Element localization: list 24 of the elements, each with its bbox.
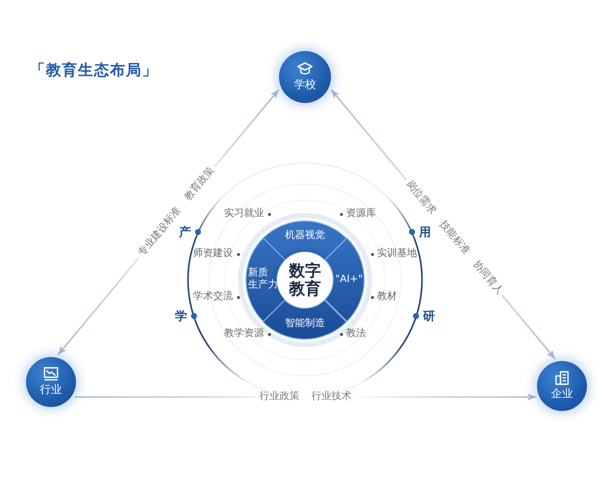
stage-label: 研 [423,308,435,324]
circle-node [26,357,76,407]
item-label: 学术交流 [193,291,233,303]
item-label: 教学资源 [224,328,264,340]
node-label: 学校 [294,79,316,92]
circle-node [537,361,587,411]
ring-segment [263,300,347,339]
stage-label: 用 [419,224,431,240]
title: 「教育生态布局」 [30,61,158,79]
segment-label: 智能制造 [284,318,325,330]
stage-label: 产 [179,224,191,240]
item-label: 实习就业 [224,208,264,220]
segment-label: 新质生产力 [248,267,278,292]
item-label: 教材 [377,291,397,303]
stage-label: 学 [175,308,187,324]
item-label: 教法 [346,328,366,340]
segment-label: "AI+" [335,274,363,286]
circle-node [279,51,331,103]
node-label: 行业 [40,384,62,397]
node-label: 企业 [551,388,573,401]
ring-segment [324,238,364,322]
segment-label: 机器视觉 [284,230,325,242]
edge-label: 行业政策 行业技术 [256,391,355,403]
item-label: 资源库 [346,208,376,220]
